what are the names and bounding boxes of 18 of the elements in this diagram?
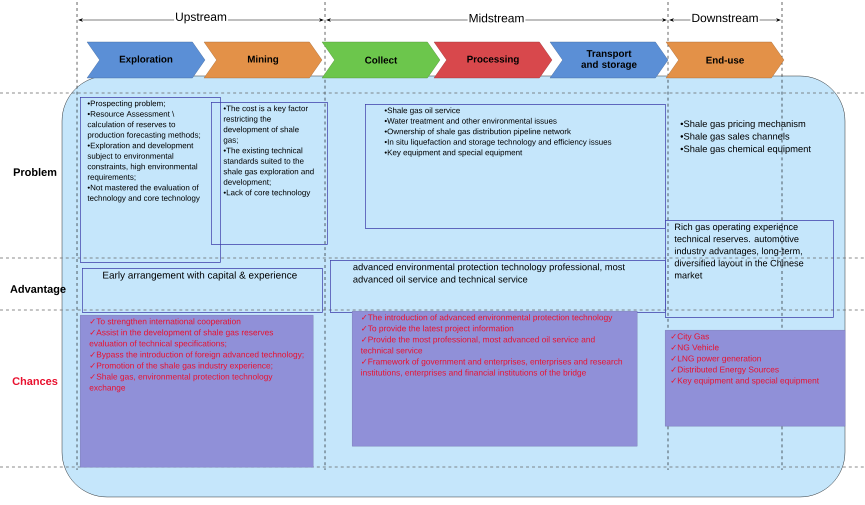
text-box: Rich gas operating experience technical reserves. automotive industry advantages, long-term, diversified layout in the Chinese market (665, 220, 834, 318)
chevron-step: Mining (204, 42, 322, 78)
chevron-step: Transport and storage (550, 42, 668, 78)
chevron-step: End-use (666, 42, 784, 78)
opportunity-box: ✓The introduction of advanced environmental protection technology ✓To provide the latest project information ✓Provide the most professional, most advanced oil service and technical service ✓Framework of government and enterprises, enterprises and research institutions, enterprises and financial institutions of the bridge (352, 311, 638, 446)
chevron-step: Processing (434, 42, 552, 78)
text-box: Early arrangement with capital & experience (82, 268, 323, 313)
row-label: Chances (12, 376, 58, 386)
chevron-step: Exploration (86, 42, 206, 78)
row-label: Problem (14, 168, 56, 176)
stage-label: Upstream (174, 12, 228, 24)
stage-label: Midstream (468, 12, 526, 24)
opportunity-box: ✓To strengthen international cooperation ✓Assist in the development of shale gas reserves evaluation of technical specifications; ✓Bypass the introduction of foreign advanced technology; ✓Promotion of the shale gas industry experience; ✓Shale gas, environmental protection technology exchange (80, 315, 314, 468)
row-label: Advantage (10, 284, 66, 296)
problem-list: •Shale gas pricing mechanism •Shale gas sales channels •Shale gas chemical equipment (680, 120, 811, 154)
chevron-step: Collect (322, 42, 440, 78)
stage-label: Downstream (690, 12, 760, 24)
opportunity-box: ✓City Gas ✓NG Vehicle ✓LNG power generation ✓Distributed Energy Sources ✓Key equipment and special equipment (665, 330, 846, 426)
